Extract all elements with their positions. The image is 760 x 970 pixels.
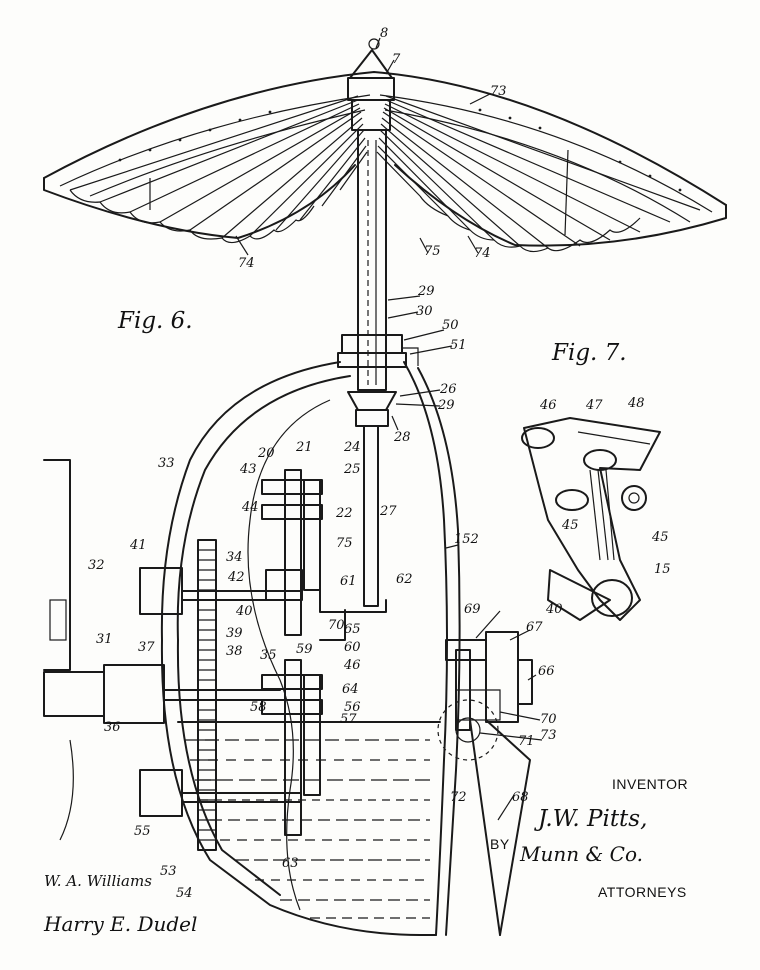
attorney-signature: Munn & Co. — [520, 842, 643, 866]
fig6-label: Fig. 6. — [118, 308, 193, 334]
ref-numeral: 40 — [236, 604, 253, 619]
ref-numeral: 60 — [344, 640, 361, 655]
ref-numeral: 73 — [540, 728, 557, 743]
ref-numeral: 20 — [258, 446, 275, 461]
leader-lines — [235, 37, 543, 821]
attorneys-label: ATTORNEYS — [598, 884, 687, 900]
ref-numeral: 62 — [396, 572, 413, 587]
ref-numeral: 45 — [562, 518, 579, 533]
ref-numeral: 74 — [238, 256, 255, 271]
ref-numeral: 69 — [464, 602, 481, 617]
ref-numeral: 34 — [226, 550, 243, 565]
ref-numeral: 57 — [340, 712, 357, 727]
ref-numeral: 25 — [344, 462, 361, 477]
canopy — [43, 71, 727, 253]
witness-signature: Harry E. Dudel — [44, 912, 198, 936]
ref-numeral: 38 — [226, 644, 243, 659]
ref-numeral: 24 — [344, 440, 361, 455]
ref-numeral: 32 — [88, 558, 105, 573]
ref-numeral: 15 — [654, 562, 671, 577]
pulley-assembly — [437, 631, 533, 936]
ref-numeral: 64 — [342, 682, 359, 697]
ref-numeral: 8 — [380, 26, 389, 41]
spur-gear-39 — [197, 539, 217, 851]
motor-and-shafts — [43, 459, 301, 841]
top-bearing — [337, 334, 419, 368]
ref-numeral: 44 — [242, 500, 259, 515]
ref-numeral: 61 — [340, 574, 357, 589]
ref-numeral: 65 — [344, 622, 361, 637]
upper-gear-train — [261, 469, 387, 636]
ref-numeral: 43 — [240, 462, 257, 477]
ref-numeral: 48 — [628, 396, 645, 411]
ref-numeral: 67 — [526, 620, 543, 635]
fig7-bracket — [521, 417, 661, 621]
ref-numeral: 68 — [512, 790, 529, 805]
ref-numeral: 28 — [394, 430, 411, 445]
ref-numeral: 66 — [538, 664, 555, 679]
ref-numeral: 59 — [296, 642, 313, 657]
ref-numeral: 45 — [652, 530, 669, 545]
ref-numeral: 56 — [344, 700, 361, 715]
ref-numeral: 73 — [490, 84, 507, 99]
inventor-label: INVENTOR — [612, 776, 689, 792]
ref-numeral: 29 — [418, 284, 435, 299]
ref-numeral: 50 — [442, 318, 459, 333]
ref-numeral: 63 — [282, 856, 299, 871]
ref-numeral: 75 — [424, 244, 441, 259]
ref-numeral: 72 — [450, 790, 467, 805]
ref-numeral: 46 — [540, 398, 557, 413]
ref-numeral: 74 — [474, 246, 491, 261]
fig7-label: Fig. 7. — [552, 340, 627, 366]
ref-numeral: 29 — [438, 398, 455, 413]
ref-numeral: 70 — [328, 618, 345, 633]
ref-numeral: 55 — [134, 824, 151, 839]
inner-partition — [247, 399, 331, 911]
ref-numeral: 22 — [336, 506, 353, 521]
ref-numeral: 47 — [586, 398, 603, 413]
ref-numeral: 26 — [440, 382, 457, 397]
ref-numeral: 21 — [296, 440, 313, 455]
ref-numeral: 41 — [130, 538, 147, 553]
ref-numeral: 33 — [158, 456, 175, 471]
ref-numeral: 35 — [260, 648, 277, 663]
ref-numeral: 71 — [518, 734, 535, 749]
ref-numeral: 27 — [380, 504, 397, 519]
housing — [160, 361, 461, 936]
inventor-name: J.W. Pitts, — [538, 806, 648, 832]
ref-numeral: 75 — [336, 536, 353, 551]
ref-numeral: 58 — [250, 700, 267, 715]
ref-numeral: 36 — [104, 720, 121, 735]
by-label: BY — [490, 836, 510, 852]
ref-numeral: 31 — [96, 632, 113, 647]
rod-27 — [363, 425, 379, 607]
ref-numeral: 70 — [540, 712, 557, 727]
ref-numeral: 53 — [160, 864, 177, 879]
ref-numeral: 40 — [546, 602, 563, 617]
witness-signature: W. A. Williams — [44, 872, 152, 890]
ref-numeral: 30 — [416, 304, 433, 319]
ref-numeral: 51 — [450, 338, 467, 353]
ref-numeral: 42 — [228, 570, 245, 585]
ref-numeral: 37 — [138, 640, 155, 655]
ref-numeral: 152 — [454, 532, 479, 547]
ref-numeral: 46 — [344, 658, 361, 673]
ref-numeral: 54 — [176, 886, 193, 901]
lower-gear-train — [261, 609, 346, 836]
ref-numeral: 39 — [226, 626, 243, 641]
bevel-gears — [347, 391, 397, 427]
shaft — [357, 129, 387, 391]
ref-numeral: 7 — [392, 52, 401, 67]
